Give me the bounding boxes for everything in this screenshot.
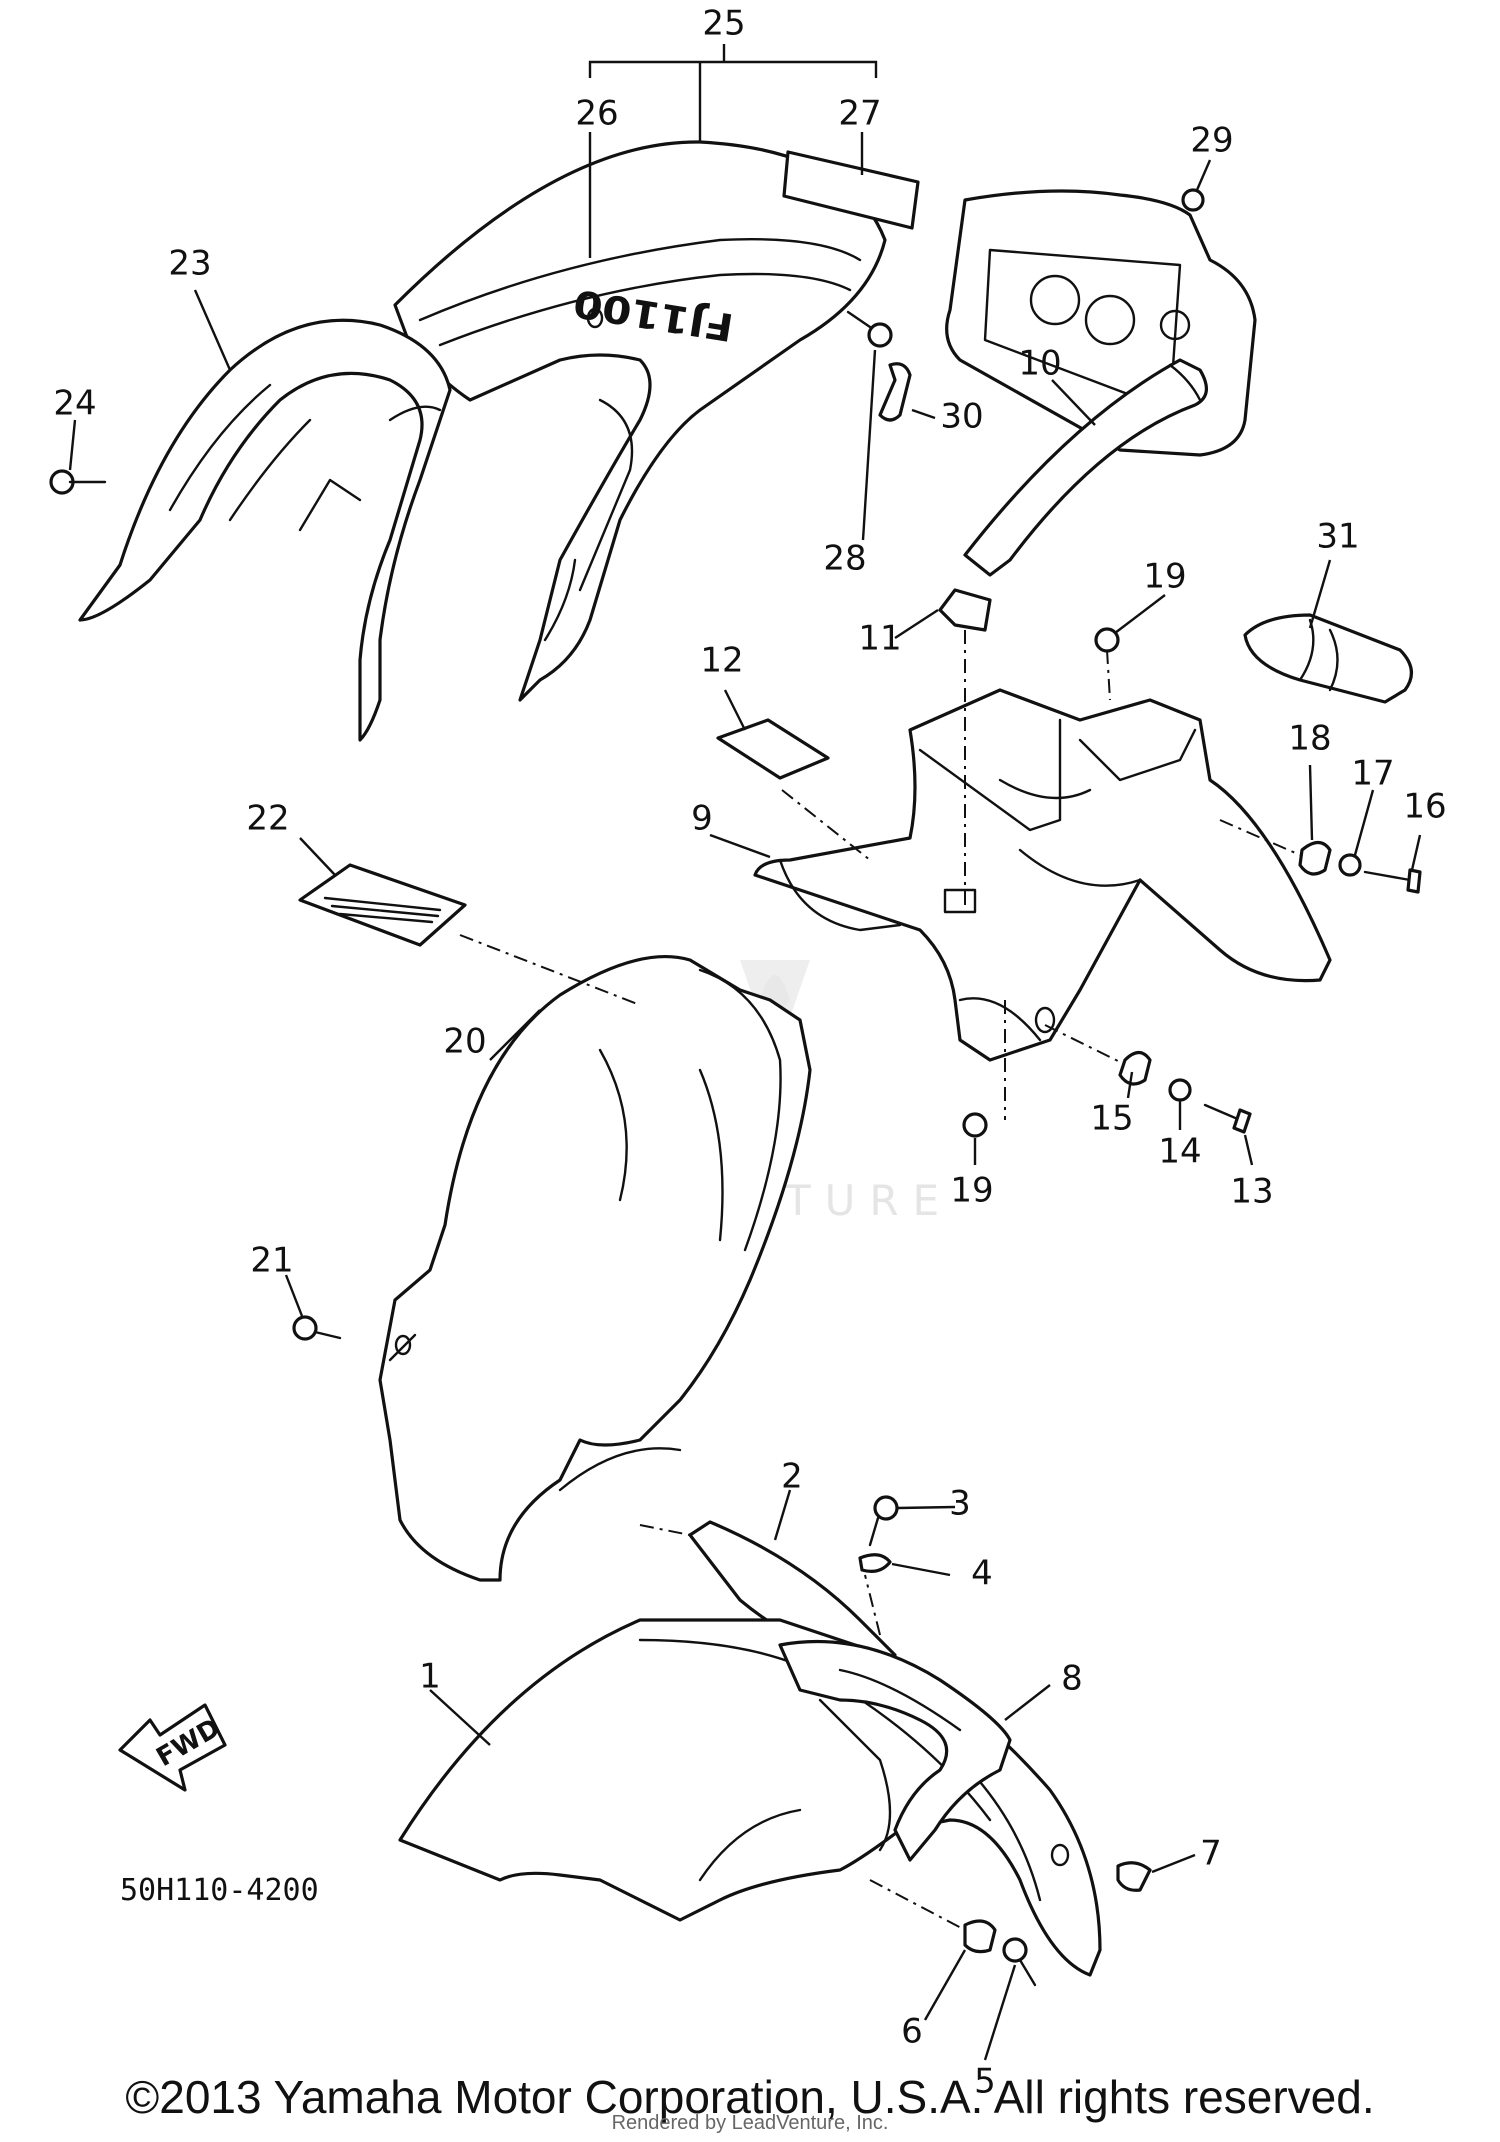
callout-11: 11 <box>858 619 901 659</box>
part-clip-11 <box>938 588 992 632</box>
part-bolt-13 <box>1203 1103 1252 1134</box>
callout-30: 30 <box>940 397 983 437</box>
part-stripe <box>782 150 920 230</box>
part-rear-fender <box>378 954 812 1582</box>
callout-8: 8 <box>1061 1659 1083 1699</box>
part-rear-fender-tray <box>753 688 1332 1062</box>
callout-13: 13 <box>1230 1172 1273 1212</box>
callout-22: 22 <box>246 799 289 839</box>
part-grab-bar <box>78 318 452 742</box>
rendered-by-note: Rendered by LeadVenture, Inc. <box>611 2112 889 2134</box>
part-front-fender <box>398 1618 1102 1977</box>
callout-25: 25 <box>702 4 745 44</box>
part-washer-14 <box>1168 1078 1192 1102</box>
part-nut-6 <box>963 1919 997 1954</box>
copyright-notice: ©2013 Yamaha Motor Corporation, U.S.A. A… <box>125 2071 1375 2123</box>
callouts: 1 2 3 4 5 6 7 8 9 10 11 12 13 14 15 16 1… <box>53 4 1446 2102</box>
part-strap <box>963 358 1208 577</box>
callout-9: 9 <box>691 799 713 839</box>
part-collar-15 <box>1118 1050 1152 1086</box>
callout-29: 29 <box>1190 121 1233 161</box>
part-collar-18 <box>1298 840 1332 876</box>
callout-21: 21 <box>250 1241 293 1281</box>
part-pad-12 <box>716 718 830 780</box>
part-fender-brace <box>778 1639 1012 1862</box>
callout-24: 24 <box>53 384 96 424</box>
callout-2: 2 <box>781 1457 803 1497</box>
callout-26: 26 <box>575 94 618 134</box>
callout-19-top: 19 <box>1143 557 1186 597</box>
part-washer-4 <box>858 1553 892 1573</box>
callout-7: 7 <box>1200 1834 1222 1874</box>
callout-27: 27 <box>838 94 881 134</box>
callout-18: 18 <box>1288 719 1331 759</box>
callout-6: 6 <box>901 2012 923 2052</box>
callout-19-bottom: 19 <box>950 1171 993 1211</box>
part-bracket-30 <box>878 362 912 422</box>
part-tool-kit <box>1243 613 1413 704</box>
callout-28: 28 <box>823 539 866 579</box>
callout-5: 5 <box>974 2062 996 2102</box>
callout-3: 3 <box>949 1484 971 1524</box>
part-tail-cowl: FJ1100 <box>393 140 887 702</box>
callout-4: 4 <box>971 1554 993 1594</box>
callout-20: 20 <box>443 1022 486 1062</box>
callout-1: 1 <box>419 1657 441 1697</box>
callout-31: 31 <box>1316 517 1359 557</box>
callout-10: 10 <box>1018 344 1061 384</box>
part-bolt-5 <box>1002 1937 1037 1987</box>
part-washer-17 <box>1338 853 1362 877</box>
part-pad-22 <box>298 863 467 947</box>
part-bolt-24 <box>49 469 107 495</box>
part-bolt-3 <box>868 1495 899 1547</box>
part-bolt-16 <box>1363 868 1422 894</box>
part-clip-7 <box>1116 1861 1152 1892</box>
diagram-code: 50H110-4200 <box>120 1873 319 1908</box>
callout-15: 15 <box>1090 1099 1133 1139</box>
part-nut-19-bottom <box>962 1112 988 1138</box>
callout-12: 12 <box>700 641 743 681</box>
part-bolt-29 <box>1181 188 1205 212</box>
callout-14: 14 <box>1158 1132 1201 1172</box>
leader-lines <box>68 44 1422 2061</box>
assembly-lines <box>459 630 1301 1931</box>
part-bolt-21 <box>292 1315 342 1341</box>
callout-16: 16 <box>1403 787 1446 827</box>
part-bolt-28 <box>846 310 893 348</box>
callout-17: 17 <box>1351 754 1394 794</box>
fwd-arrow: FWD <box>118 1703 227 1792</box>
callout-23: 23 <box>168 244 211 284</box>
